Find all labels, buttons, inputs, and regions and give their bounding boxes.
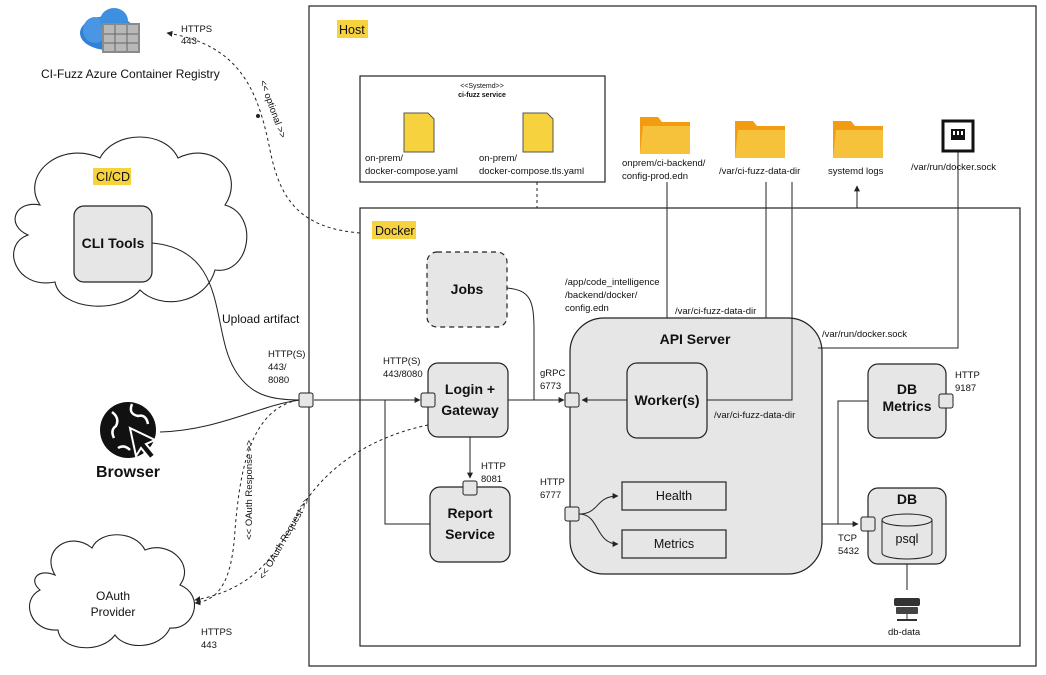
cicd-label: CI/CD <box>96 170 130 184</box>
optional-label: << optional >> <box>257 79 288 140</box>
docker-socket-label: /var/run/docker.sock <box>911 162 996 173</box>
worker-data-dir-path: /var/ci-fuzz-data-dir <box>714 410 795 421</box>
globe-cursor-icon <box>100 402 158 461</box>
health-box <box>621 481 727 511</box>
jobs-box <box>426 251 508 328</box>
data-dir-folder-label: /var/ci-fuzz-data-dir <box>719 166 800 177</box>
folder-icon <box>735 121 785 158</box>
cli-tools-label: CLI Tools <box>82 235 145 251</box>
db-volume-label: db-data <box>888 627 921 638</box>
psql-label: psql <box>896 532 919 546</box>
config-folder-label: onprem/ci-backend/config-prod.edn <box>622 158 706 182</box>
host-label: Host <box>339 23 365 37</box>
registry-label: CI-Fuzz Azure Container Registry <box>41 67 220 81</box>
docker-socket-mount-path: /var/run/docker.sock <box>822 329 907 340</box>
docker-socket-mount-link <box>818 152 959 349</box>
worker-data-dir-link <box>707 182 793 401</box>
browser-link <box>159 399 301 433</box>
folder-icon <box>833 121 883 158</box>
metrics-box <box>621 529 727 559</box>
to-metrics-link <box>578 513 619 547</box>
gateway-protocol: HTTP(S)443/8080 <box>383 356 423 380</box>
gateway-box <box>427 362 509 438</box>
gateway-port <box>420 392 436 408</box>
db-metrics-port <box>938 393 954 409</box>
worker-label: Worker(s) <box>634 392 699 408</box>
systemd-logs-label: systemd logs <box>828 166 884 177</box>
oauth-request-link <box>194 424 429 602</box>
docker-container <box>359 207 1021 647</box>
ingress-port <box>298 392 314 408</box>
jobs-label: Jobs <box>451 281 484 297</box>
docker-label: Docker <box>375 224 415 238</box>
database-cylinder-icon <box>881 513 933 560</box>
http-6777-port <box>564 506 580 522</box>
config-mount-path: /app/code_intelligence/backend/docker/co… <box>565 277 660 314</box>
oauth-request-label: << OAuth Request >> <box>257 496 313 582</box>
report-port <box>462 480 478 496</box>
db-label: DB <box>897 491 917 507</box>
socket-icon <box>941 119 975 153</box>
gateway-report-side-link <box>384 400 430 525</box>
jobs-to-api-link <box>506 287 535 400</box>
systemd-name: ci-fuzz service <box>458 92 506 99</box>
folder-icon <box>640 117 690 154</box>
browser-label: Browser <box>96 464 160 481</box>
document-icon <box>522 112 554 153</box>
storage-volume-icon <box>894 598 920 621</box>
systemd-service-box: <<Systemd>> ci-fuzz service on-prem/dock… <box>359 75 606 183</box>
db-port <box>860 516 876 532</box>
cicd-cloud: CI/CD CLI Tools <box>13 136 248 307</box>
upload-artifact-label: Upload artifact <box>222 312 300 326</box>
ingress-protocol: HTTP(S)443/8080 <box>268 349 305 386</box>
compose-tls-file-label: on-prem/docker-compose.tls.yaml <box>479 153 584 177</box>
health-label: Health <box>656 489 692 503</box>
registry-optional-link <box>166 30 361 234</box>
data-dir-mount-path: /var/ci-fuzz-data-dir <box>675 306 756 317</box>
document-icon <box>403 112 435 153</box>
api-server-label: API Server <box>660 331 731 347</box>
grpc-port <box>564 392 580 408</box>
host-container <box>308 5 1037 667</box>
report-service-box <box>429 486 511 563</box>
cloud-registry-icon <box>80 8 140 53</box>
to-health-link <box>578 493 619 515</box>
compose-file-label: on-prem/docker-compose.yaml <box>365 153 458 177</box>
gateway-label: Login +Gateway <box>441 381 499 418</box>
oauth-response-label: << OAuth Response >> <box>244 440 255 540</box>
metrics-label: Metrics <box>654 537 694 551</box>
systemd-stereotype: <<Systemd>> <box>460 83 504 90</box>
cli-tools-box <box>73 205 153 283</box>
cli-upload-link <box>151 242 301 401</box>
db-metrics-to-db-link <box>837 400 868 524</box>
